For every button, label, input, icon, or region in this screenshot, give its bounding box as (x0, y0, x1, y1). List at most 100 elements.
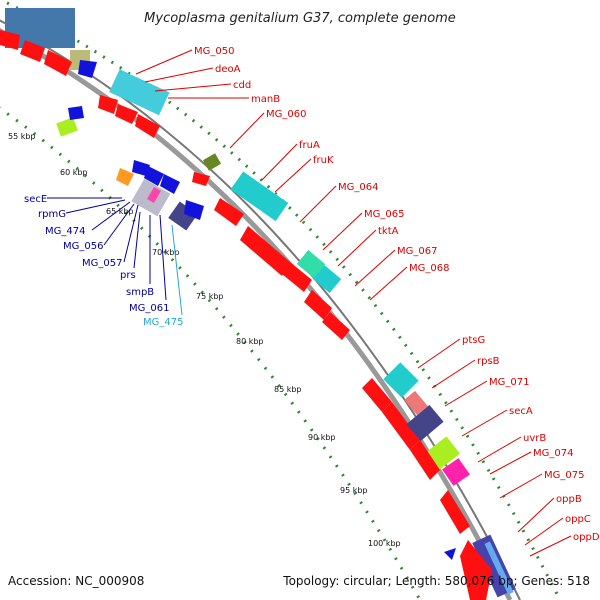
gene-label: secA (509, 406, 533, 417)
reverse-gene-arrow (144, 166, 164, 186)
leader-line (103, 203, 135, 246)
feature-block (312, 265, 342, 293)
gene-label: MG_057 (82, 258, 122, 269)
gc-content-dots-inner (0, 106, 422, 600)
gene-label: MG_075 (544, 470, 584, 481)
gene-label: prs (120, 270, 136, 281)
leader-line (135, 49, 193, 75)
feature-block (383, 362, 419, 398)
forward-gene-arrow (282, 262, 312, 292)
feature-block (147, 186, 161, 204)
gene-label: MG_060 (266, 109, 306, 120)
reverse-gene-arrow (78, 60, 97, 78)
reverse-gene-arrow (184, 200, 204, 220)
gene-label: oppD (573, 532, 600, 543)
forward-gene-arrow (304, 290, 332, 320)
gene-label: MG_068 (409, 263, 449, 274)
leader-line (431, 359, 476, 389)
forward-gene-arrow (0, 30, 20, 50)
right-gene-labels: MG_050 deoA cdd manB MG_060 fruA fruK MG… (194, 46, 600, 543)
leader-line (171, 224, 183, 316)
tick-label: 80 kbp (236, 337, 264, 346)
tick-label: 70 kbp (152, 248, 180, 257)
gc-content-dots-outer (0, 0, 562, 600)
tick-label: 85 kbp (274, 385, 302, 394)
kbp-ticks: 55 kbp 60 kbp 65 kbp 70 kbp 75 kbp 80 kb… (8, 132, 401, 548)
backbone-group (0, 0, 562, 600)
gene-label: fruA (299, 140, 320, 151)
feature-block (296, 250, 326, 278)
map-title: Mycoplasma genitalium G37, complete geno… (144, 11, 456, 26)
leader-line (322, 212, 363, 251)
gene-label: MG_475 (143, 317, 183, 328)
leader-line (123, 204, 139, 263)
leader-line (144, 67, 214, 83)
leader-lines (47, 49, 572, 557)
forward-gene-arrow (115, 104, 138, 124)
leader-line (337, 229, 377, 267)
tick-label: 75 kbp (196, 292, 224, 301)
gene-label: smpB (126, 287, 154, 298)
forward-gene-arrow (44, 50, 72, 76)
feature-block (442, 458, 470, 486)
feature-block (202, 153, 222, 171)
leader-line (499, 473, 543, 499)
gene-label: oppB (556, 494, 582, 505)
gene-label: MG_050 (194, 46, 234, 57)
forward-gene-arrow (98, 95, 118, 114)
leader-line (154, 83, 232, 92)
feature-block (168, 201, 198, 231)
leader-line (65, 199, 126, 214)
feature-block (56, 117, 78, 137)
leader-line (489, 451, 532, 475)
leader-line (444, 380, 488, 407)
tick-label: 100 kbp (368, 539, 401, 548)
leader-line (229, 112, 265, 149)
leader-line (133, 211, 141, 269)
forward-gene-arrow (382, 402, 420, 450)
forward-gene-arrow (410, 440, 440, 480)
gene-label: fruK (313, 155, 334, 166)
gene-label: ptsG (462, 335, 485, 346)
gene-label: MG_067 (397, 246, 437, 257)
leader-line (354, 249, 396, 287)
leader-line (417, 338, 461, 369)
leader-line (477, 436, 522, 463)
leader-line (299, 185, 337, 223)
features-group (0, 8, 516, 600)
accession-text: Accession: NC_000908 (8, 574, 144, 588)
gene-label: MG_071 (489, 377, 529, 388)
tick-label: 90 kbp (308, 433, 336, 442)
forward-gene-arrow (240, 226, 290, 276)
leader-line (159, 214, 167, 301)
leader-line (91, 201, 131, 231)
forward-gene-arrow (135, 114, 160, 138)
gene-label: tktA (378, 226, 399, 237)
gene-label: deoA (215, 64, 241, 75)
reverse-gene-arrow (68, 106, 84, 120)
forward-gene-arrow (460, 540, 492, 600)
leader-line (261, 143, 298, 181)
feature-block (116, 168, 134, 186)
feature-block (406, 404, 444, 442)
reverse-gene-arrow (444, 548, 456, 560)
reverse-gene-arrow (160, 174, 180, 194)
forward-gene-arrow (440, 490, 470, 534)
gene-label: manB (251, 94, 280, 105)
tick-label: 60 kbp (60, 168, 88, 177)
gene-label: cdd (233, 80, 251, 91)
forward-gene-arrow (20, 40, 45, 62)
gene-label: MG_056 (63, 241, 103, 252)
gene-label: secE (24, 194, 47, 205)
feature-block (484, 541, 514, 595)
summary-text: Topology: circular; Length: 580,076 bp; … (282, 574, 590, 588)
leader-line (529, 535, 572, 557)
feature-block (425, 436, 461, 470)
gene-label: oppC (565, 514, 591, 525)
forward-gene-arrow (362, 378, 392, 412)
feature-block (404, 390, 428, 416)
gene-label: MG_064 (338, 182, 378, 193)
gene-label: rpmG (38, 209, 66, 220)
gene-label: MG_065 (364, 209, 404, 220)
